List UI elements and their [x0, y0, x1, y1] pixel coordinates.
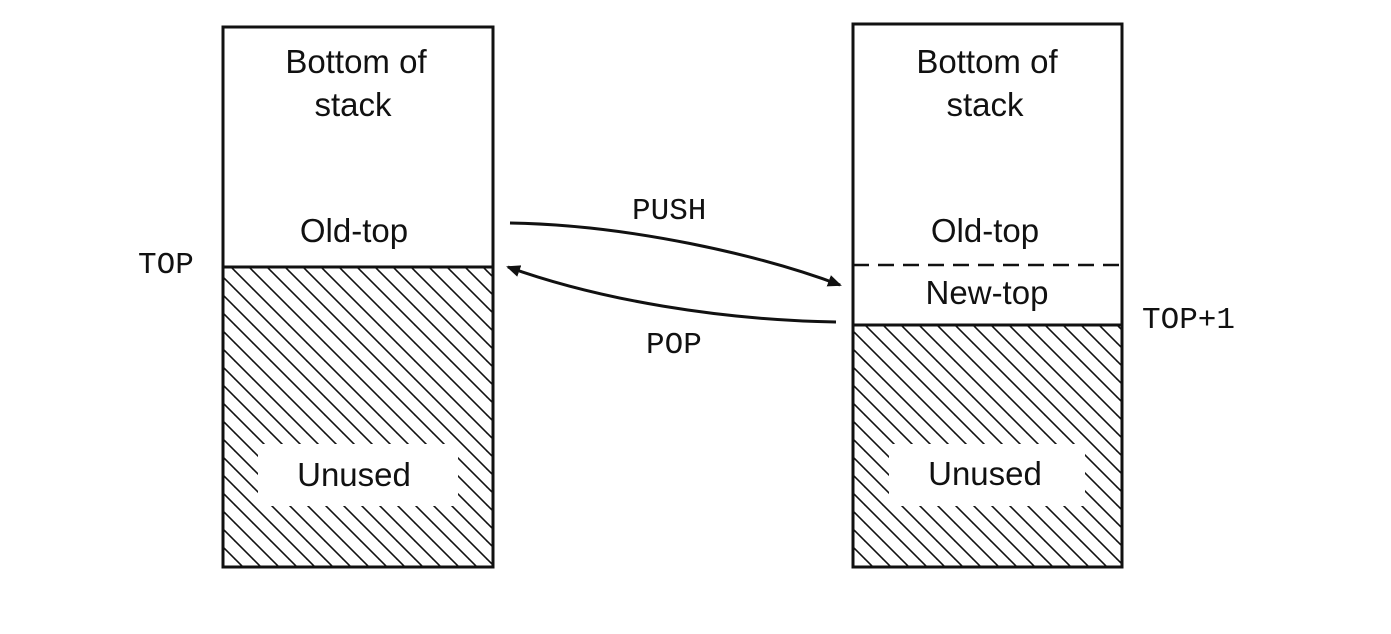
left-bottom-label-line1: Bottom of [285, 43, 427, 80]
push-label: PUSH [632, 194, 706, 229]
right-bottom-label-line2: stack [946, 86, 1024, 123]
right-stack-outline [851, 22, 1124, 569]
left-stack-outline [221, 25, 495, 569]
right-unused-label-mask [889, 444, 1085, 506]
right-new-top-label: New-top [926, 274, 1049, 311]
right-stack: Bottom of stack Old-top New-top Unused T… [851, 22, 1235, 569]
left-bottom-label-line2: stack [314, 86, 392, 123]
left-old-top-label: Old-top [300, 212, 408, 249]
left-top-pointer-label: TOP [138, 248, 194, 283]
pop-arrow [506, 265, 837, 324]
right-old-top-label: Old-top [931, 212, 1039, 249]
left-unused-label-mask [258, 444, 458, 506]
left-unused-label: Unused [297, 456, 411, 493]
push-pop-arrows: PUSH POP [506, 194, 842, 363]
right-bottom-label-line1: Bottom of [916, 43, 1058, 80]
pop-label: POP [646, 328, 702, 363]
right-top-plus-one-pointer-label: TOP+1 [1142, 303, 1235, 338]
push-arrow [509, 221, 842, 287]
left-stack: Bottom of stack Old-top Unused TOP [138, 25, 495, 569]
left-unused-region [223, 267, 493, 567]
right-unused-label: Unused [928, 455, 1042, 492]
